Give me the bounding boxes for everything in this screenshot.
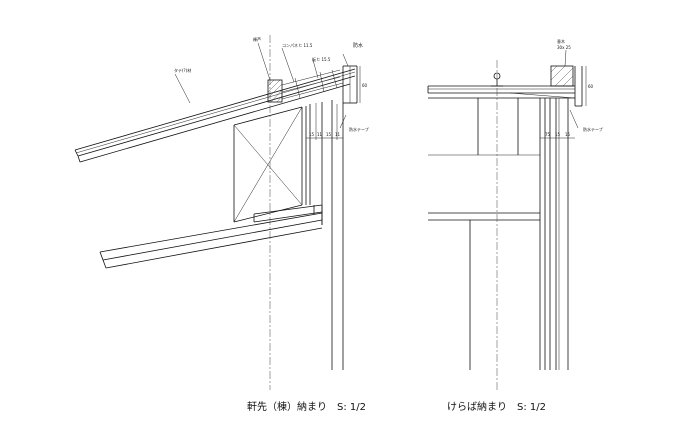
dim-a: 75 [545, 132, 551, 137]
verge-slab [427, 65, 583, 107]
dim-c: 15 [326, 132, 332, 137]
plywood-layers [281, 69, 344, 100]
label-material: 垂木 [557, 38, 565, 44]
side-dim: 60 [362, 83, 368, 88]
eaves-dimensions: 15 11 15 11 60 [306, 66, 368, 139]
verge-detail: 75 15 15 60 垂木 30x 25 防水テープ けらば納まり S: 1/… [427, 38, 603, 413]
label-fascia: タテ(?)材 [174, 67, 191, 73]
label-material-size: 30x 25 [557, 45, 571, 50]
wall-section [233, 100, 344, 370]
eaves-labels: タテ(?)材 棟芦 コンパネ t: 11.5 板 t: 15.5 防水 防水テー… [174, 36, 369, 132]
dim-b: 15 [555, 132, 561, 137]
label-tape: 防水テープ [583, 126, 603, 132]
verge-labels: 垂木 30x 25 防水テープ [557, 38, 603, 132]
soffit [99, 212, 323, 269]
verge-wall [428, 98, 569, 370]
label-ridge-member: 棟芦 [253, 36, 261, 42]
dim-a: 15 [309, 132, 315, 137]
side-dim: 60 [588, 84, 594, 89]
label-plywood: コンパネ t: 11.5 [282, 42, 313, 48]
ridge-block [267, 79, 283, 103]
verge-dimensions: 75 15 15 60 [540, 66, 594, 139]
label-tape: 防水テープ [349, 126, 369, 132]
caption-left: 軒先（棟）納まり S: 1/2 [247, 400, 366, 413]
roof-slab [74, 65, 358, 163]
eaves-detail: 15 11 15 11 60 タテ(?)材 棟芦 コンパネ t: 11.5 板 … [74, 35, 369, 413]
caption-right: けらば納まり S: 1/2 [447, 400, 546, 413]
label-waterproof: 防水 [353, 42, 363, 49]
dim-b: 11 [317, 132, 323, 137]
label-board: 板 t: 15.5 [312, 56, 331, 62]
dim-c: 15 [565, 132, 571, 137]
dim-d: 11 [335, 132, 341, 137]
